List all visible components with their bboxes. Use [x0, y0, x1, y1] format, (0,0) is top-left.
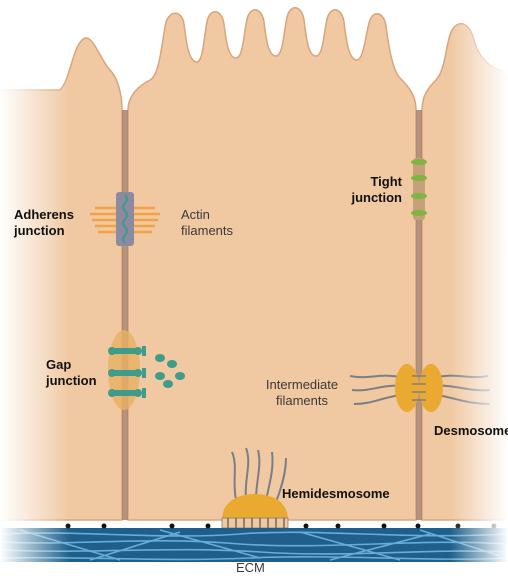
left-membrane-gap: [122, 110, 128, 520]
label-adherens-line2: junction: [14, 223, 74, 239]
label-actin-line2: filaments: [181, 223, 233, 239]
label-intermediate-line1: Intermediate: [262, 377, 342, 393]
label-ecm: ECM: [236, 560, 265, 576]
label-gap-line2: junction: [46, 373, 97, 389]
label-hemidesmosome: Hemidesmosome: [282, 486, 390, 502]
cells: [0, 8, 508, 520]
tight-junction-structure: [411, 158, 427, 220]
label-desmosome: Desmosome: [434, 423, 508, 439]
label-actin-line1: Actin: [181, 207, 233, 223]
label-gap-line1: Gap: [46, 357, 97, 373]
label-desmosome-text: Desmosome: [434, 423, 508, 438]
right-fade: [450, 0, 508, 577]
label-adherens-junction: Adherens junction: [14, 207, 74, 239]
label-actin-filaments: Actin filaments: [181, 207, 233, 239]
label-adherens-line1: Adherens: [14, 207, 74, 223]
label-intermediate-line2: filaments: [262, 393, 342, 409]
label-gap-junction: Gap junction: [46, 357, 97, 389]
label-tight-line1: Tight: [338, 174, 402, 190]
ecm-matrix: [0, 524, 508, 563]
label-tight-junction: Tight junction: [338, 174, 402, 206]
label-intermediate-filaments: Intermediate filaments: [262, 377, 342, 409]
label-ecm-text: ECM: [236, 560, 265, 575]
middle-cell: [128, 8, 416, 520]
left-fade: [0, 0, 70, 577]
label-hemidesmosome-text: Hemidesmosome: [282, 486, 390, 501]
label-tight-line2: junction: [338, 190, 402, 206]
